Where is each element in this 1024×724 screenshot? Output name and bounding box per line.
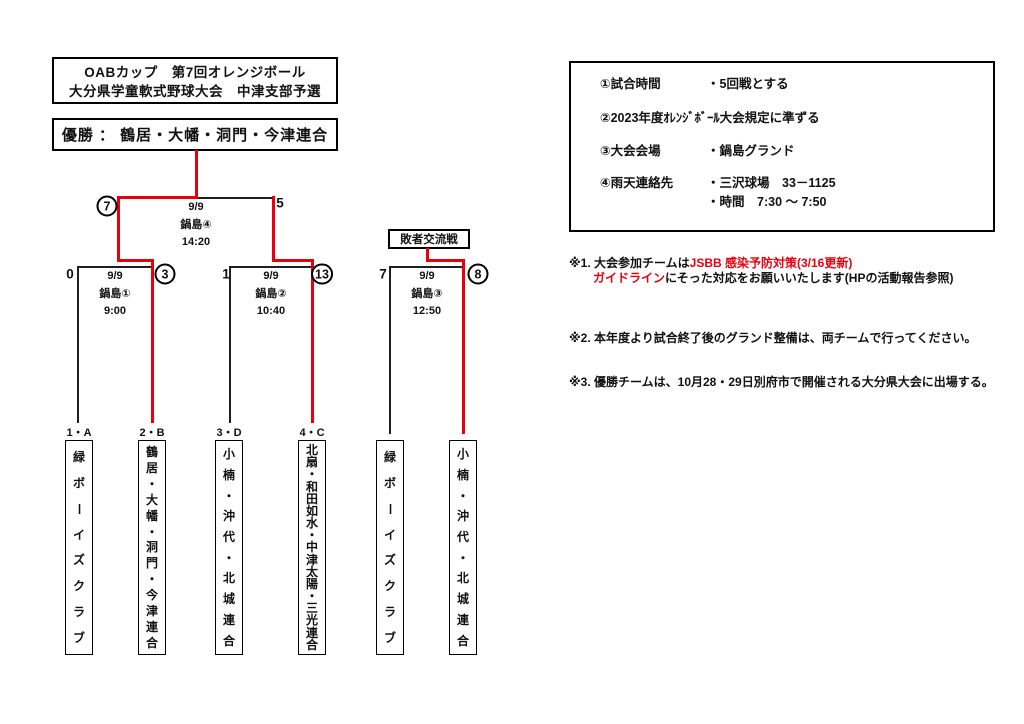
final-score-right: 5 [276, 195, 284, 211]
rule-row-5: ・時間 7:30 ～ 7:50 [600, 191, 826, 210]
final-date: 9/9 [188, 201, 204, 213]
final-score-left: 7 [96, 195, 118, 217]
match2-left-leg [229, 266, 231, 423]
match3-date: 9/9 [419, 270, 435, 282]
match1-winner-jog [117, 259, 154, 262]
title-box: OABカップ 第7回オレンジボール 大分県学童軟式野球大会 中津支部予選 [52, 57, 338, 104]
rule-row-4: ④雨天連絡先 ・三沢球場 33－1125 [600, 172, 836, 191]
match2-info: 9/9 鍋島② 10:40 [226, 268, 316, 321]
match3-score-left: 7 [379, 266, 387, 282]
final-left-drop [117, 196, 120, 262]
rule-row-2: ②2023年度ｵﾚﾝｼﾞﾎﾞｰﾙ大会規定に準ずる [600, 107, 820, 126]
team-box-ogusu-rengo-b: 小楠・沖代・北城連合 [449, 440, 477, 655]
seed-label-1: 1・A [66, 424, 92, 440]
match2-score-left: 1 [222, 266, 230, 282]
match3-info: 9/9 鍋島③ 12:50 [382, 268, 472, 321]
team-box-hokusen-rengo: 北扇・和田如水・中津太陽・三光連合 [298, 440, 326, 655]
match2-winner-jog [272, 259, 314, 262]
rule-row-1: ①試合時間 ・5回戦とする [600, 73, 789, 92]
seed-label-3: 3・D [216, 424, 242, 440]
match2-date: 9/9 [263, 270, 279, 282]
rule1-value: ・5回戦とする [707, 77, 789, 91]
team-box-midori-a: 緑ボーイズクラブ [65, 440, 93, 655]
final-match-info: 9/9 鍋島④ 14:20 [151, 199, 241, 252]
match1-winner-leg [151, 259, 154, 423]
rule1-label: ①試合時間 [600, 77, 661, 91]
seed-label-2: 2・B [139, 424, 165, 440]
note-2: ※2. 本年度より試合終了後のグランド整備は、両チームで行ってください。 [569, 331, 977, 345]
match2-winner-leg [311, 259, 314, 423]
consolation-match-box: 敗者交流戦 [388, 229, 470, 249]
match2-venue: 鍋島② [255, 287, 287, 300]
rules-panel: ①試合時間 ・5回戦とする ②2023年度ｵﾚﾝｼﾞﾎﾞｰﾙ大会規定に準ずる ③大… [569, 61, 995, 232]
match1-bar [78, 266, 153, 268]
title-line2: 大分県学童軟式野球大会 中津支部予選 [69, 84, 321, 99]
seed-label-4: 4・C [299, 424, 325, 440]
final-time: 14:20 [181, 236, 211, 248]
title-line1: OABカップ 第7回オレンジボール [84, 65, 306, 80]
match3-venue: 鍋島③ [411, 287, 443, 300]
match1-left-leg [77, 266, 79, 423]
rule-row-3: ③大会会場 ・鍋島グランド [600, 140, 795, 159]
note-3: ※3. 優勝チームは、10月28・29日別府市で開催される大分県大会に出場する。 [569, 375, 994, 389]
match1-score-right: 3 [154, 263, 176, 285]
champion-box: 優勝 ： 鶴居・大幡・洞門・今津連合 [52, 118, 338, 151]
match3-time: 12:50 [412, 305, 442, 317]
champion-riser-line [195, 150, 198, 198]
match3-score-right: 8 [467, 263, 489, 285]
match1-venue: 鍋島① [99, 287, 131, 300]
rule4-value: ・三沢球場 33－1125 [707, 176, 836, 190]
note-1: ※1. 大会参加チームはJSBB 感染予防対策(3/16更新) ガイドラインにそ… [569, 256, 954, 285]
final-venue: 鍋島④ [180, 218, 212, 231]
match3-bar [390, 266, 464, 268]
match1-date: 9/9 [107, 270, 123, 282]
match1-info: 9/9 鍋島① 9:00 [70, 268, 160, 321]
match2-bar [230, 266, 313, 268]
team-box-midori-b: 緑ボーイズクラブ [376, 440, 404, 655]
consolation-label: 敗者交流戦 [400, 234, 458, 246]
final-bar-right [196, 197, 274, 199]
final-right-drop [272, 196, 275, 262]
match3-left-leg [389, 266, 391, 434]
team-box-tsurui-rengo: 鶴居・大幡・洞門・今津連合 [138, 440, 166, 655]
match1-time: 9:00 [103, 305, 127, 317]
match3-winner-jog [426, 259, 465, 262]
final-bar-left [117, 196, 198, 199]
consolation-drop [426, 248, 429, 262]
match1-score-left: 0 [66, 266, 74, 282]
match3-winner-leg [462, 259, 465, 434]
champion-text: 優勝 ： 鶴居・大幡・洞門・今津連合 [61, 127, 329, 144]
rule3-value: ・鍋島グランド [707, 144, 795, 158]
match2-time: 10:40 [256, 305, 286, 317]
rule4-label: ④雨天連絡先 [600, 176, 674, 190]
rule3-label: ③大会会場 [600, 144, 661, 158]
team-box-ogusu-rengo: 小楠・沖代・北城連合 [215, 440, 243, 655]
match2-score-right: 13 [311, 263, 333, 285]
rule2-label: ②2023年度ｵﾚﾝｼﾞﾎﾞｰﾙ大会規定に準ずる [600, 111, 820, 125]
rule5-value: ・時間 7:30 ～ 7:50 [707, 195, 827, 209]
